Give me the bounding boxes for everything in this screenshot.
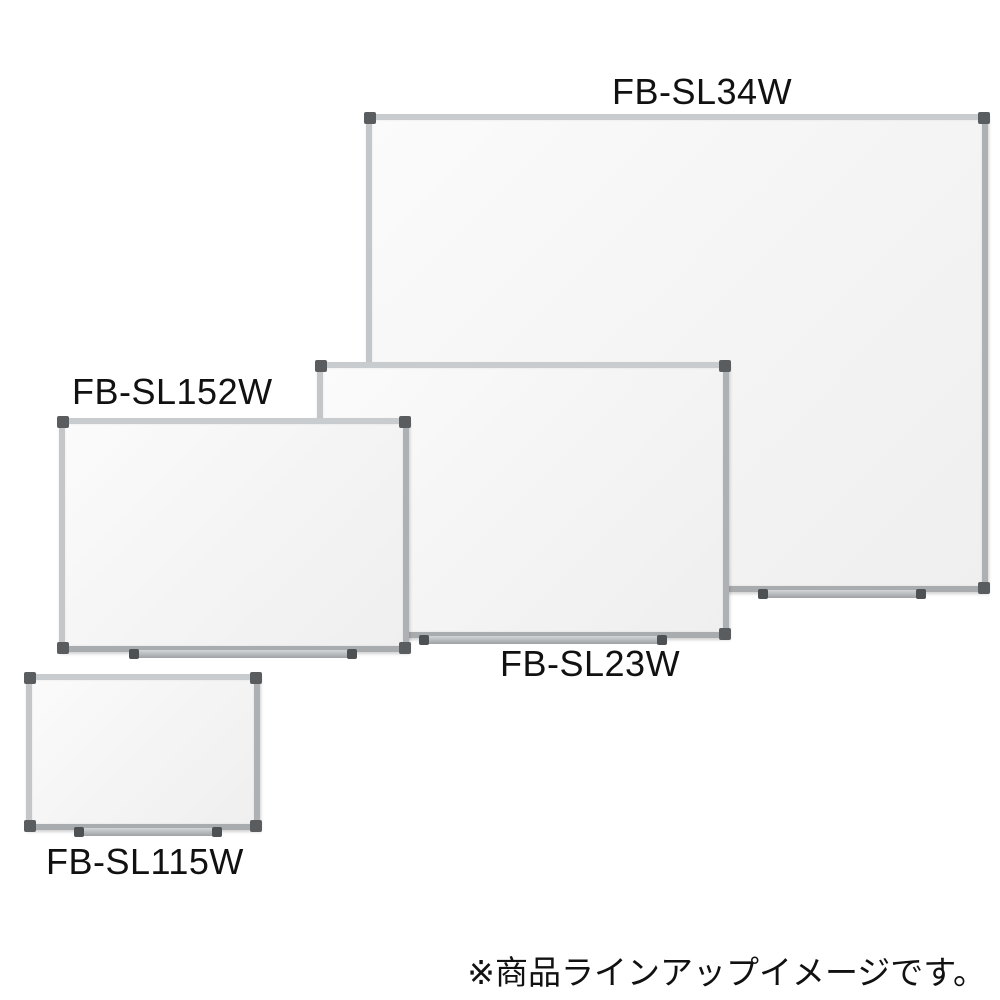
corner-cap [250, 820, 262, 832]
tray-end-cap [657, 635, 667, 645]
corner-cap [57, 642, 69, 654]
whiteboard-fb-sl115w [24, 672, 262, 837]
corner-cap [719, 360, 731, 372]
tray-end-cap [916, 589, 926, 599]
tray-end-cap [212, 827, 222, 837]
board-label-fb-sl23w: FB-SL23W [500, 643, 681, 684]
marker-tray [74, 827, 222, 837]
corner-cap [57, 416, 69, 428]
corner-cap [978, 582, 990, 594]
corner-cap [978, 112, 990, 124]
corner-cap [24, 672, 36, 684]
corner-cap [719, 628, 731, 640]
corner-cap [315, 360, 327, 372]
lineup-note-caption: ※商品ラインアップイメージです。 [467, 953, 986, 992]
tray-end-cap [758, 589, 768, 599]
corner-cap [399, 416, 411, 428]
board-label-fb-sl152w: FB-SL152W [72, 371, 273, 412]
tray-end-cap [129, 649, 139, 659]
board-label-fb-sl115w: FB-SL115W [46, 841, 244, 882]
tray-end-cap [74, 827, 84, 837]
marker-tray [419, 635, 667, 645]
marker-tray [129, 649, 357, 659]
corner-cap [364, 112, 376, 124]
board-label-fb-sl34w: FB-SL34W [612, 71, 793, 112]
tray-end-cap [419, 635, 429, 645]
marker-tray [758, 589, 926, 599]
whiteboard-fb-sl152w [57, 416, 411, 659]
corner-cap [250, 672, 262, 684]
corner-cap [399, 642, 411, 654]
corner-cap [24, 820, 36, 832]
tray-end-cap [347, 649, 357, 659]
